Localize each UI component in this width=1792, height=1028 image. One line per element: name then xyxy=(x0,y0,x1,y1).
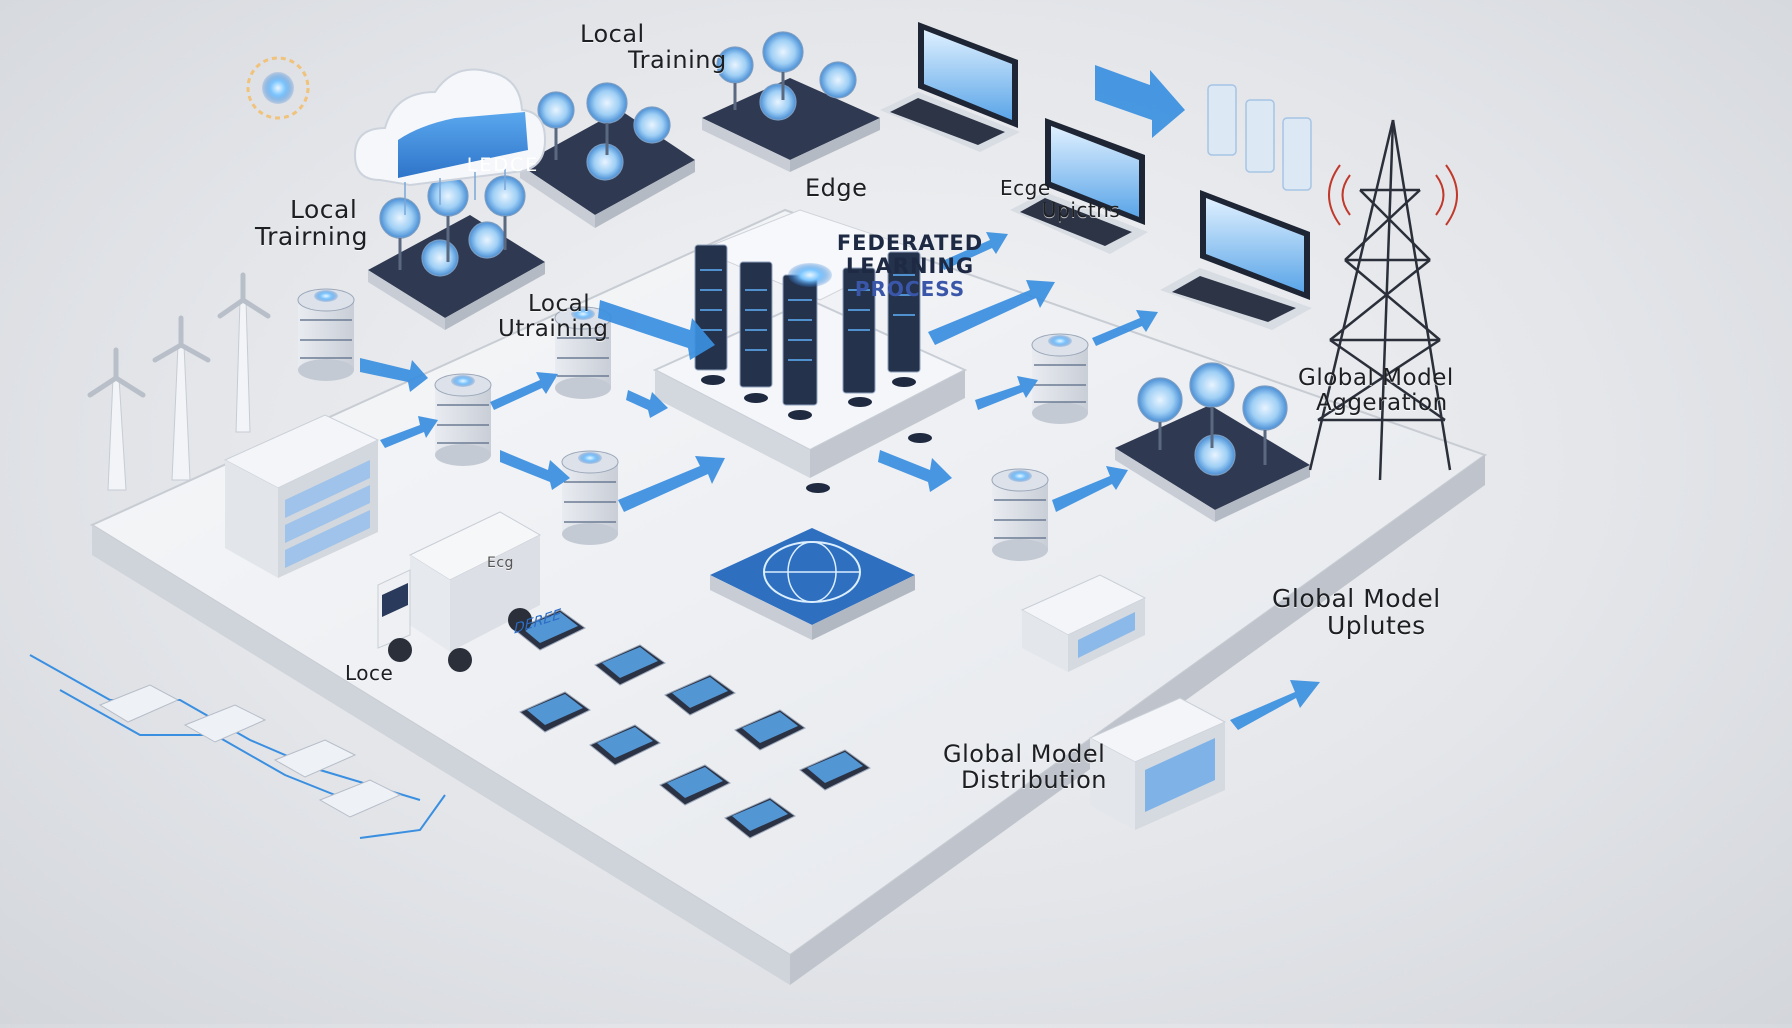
bottom-left-devices xyxy=(98,684,402,818)
laptops xyxy=(880,22,1312,330)
delivery-truck xyxy=(377,511,542,672)
tablet-grid xyxy=(514,609,871,839)
label-local-training-mid: Local Utraining xyxy=(498,291,609,342)
holo-panels xyxy=(1207,84,1312,191)
product-box xyxy=(1020,574,1147,672)
flow-arrows xyxy=(360,65,1320,730)
label-small-edge: Ecg xyxy=(487,555,514,571)
wind-turbines xyxy=(87,272,271,491)
central-chip xyxy=(710,528,915,640)
label-local-training-top: Local Training xyxy=(580,20,727,74)
cylinder-servers xyxy=(297,288,1089,561)
title-line-1: FEDERATED xyxy=(836,231,984,255)
label-loce: Loce xyxy=(345,661,394,685)
label-edge: Edge xyxy=(805,174,868,202)
label-global-model-aggregation: Global Model Aggeration xyxy=(1298,365,1454,416)
tile-top-right xyxy=(702,78,880,172)
title-line-3: PROCESS xyxy=(854,277,966,302)
label-edge-updates: Ecge Upictns xyxy=(1000,176,1121,222)
datacenter-block xyxy=(223,414,380,578)
gear-icon xyxy=(246,56,310,120)
diagram-title: FEDERATED LEARNING PROCESS xyxy=(800,231,1020,302)
central-server-hub xyxy=(652,209,968,493)
label-global-model-updates: Global Model Uplutes xyxy=(1272,584,1441,640)
node-globes xyxy=(379,31,1288,476)
cloud-icon xyxy=(353,68,547,215)
bottom-right-box xyxy=(1088,697,1227,830)
label-global-model-distribution: Global Model Distribution xyxy=(943,740,1108,794)
cloud-label: LEDCE xyxy=(466,154,540,176)
label-local-training-left: Local Trairning xyxy=(255,195,368,251)
title-line-2: LEARNING xyxy=(845,254,975,279)
transmission-tower xyxy=(1308,119,1458,481)
